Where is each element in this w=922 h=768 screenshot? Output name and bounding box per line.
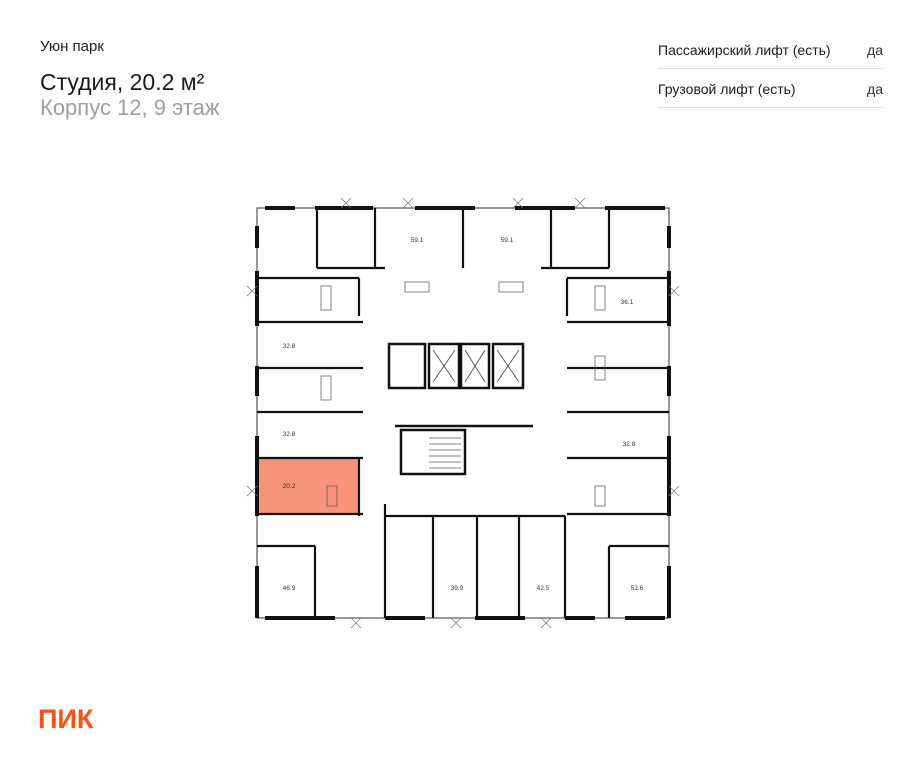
spec-value: да — [867, 42, 883, 58]
area-label: 59.1 — [501, 237, 514, 244]
area-label: 42.5 — [537, 585, 550, 592]
area-label: 46.9 — [283, 585, 296, 592]
header: Уюн парк Студия, 20.2 м² Корпус 12, 9 эт… — [40, 38, 220, 121]
area-label: 32.8 — [283, 343, 296, 350]
spec-label: Грузовой лифт (есть) — [658, 81, 796, 97]
area-label: 20.2 — [283, 483, 296, 490]
selected-apartment-highlight[interactable] — [257, 458, 359, 514]
floor-plan: 59.1 59.1 36.1 32.8 32.8 32.8 20.2 46.9 … — [246, 197, 680, 629]
area-labels: 59.1 59.1 36.1 32.8 32.8 32.8 20.2 46.9 … — [283, 237, 644, 592]
lift-cross-marks — [432, 349, 520, 383]
area-label: 59.1 — [411, 237, 424, 244]
wall-segments — [255, 206, 671, 620]
internal-partitions — [257, 208, 669, 618]
apartment-subtitle: Корпус 12, 9 этаж — [40, 95, 220, 120]
apartment-title: Студия, 20.2 м² — [40, 69, 205, 95]
spec-label: Пассажирский лифт (есть) — [658, 42, 831, 58]
bathroom-fixtures — [320, 281, 606, 507]
spec-passenger-lift: Пассажирский лифт (есть) да — [658, 30, 883, 69]
building-core — [387, 342, 533, 476]
area-label: 36.1 — [621, 299, 634, 306]
area-label: 39.9 — [451, 585, 464, 592]
spec-value: да — [867, 81, 883, 97]
spec-cargo-lift: Грузовой лифт (есть) да — [658, 69, 883, 108]
specs-list: Пассажирский лифт (есть) да Грузовой лиф… — [658, 30, 883, 108]
logo-text: ПИК — [38, 706, 94, 732]
area-label: 52.6 — [631, 585, 644, 592]
area-label: 32.8 — [283, 431, 296, 438]
area-label: 32.8 — [623, 441, 636, 448]
window-marks — [246, 197, 680, 629]
project-name: Уюн парк — [40, 38, 104, 55]
stairs — [429, 437, 461, 469]
pik-logo: ПИК — [38, 706, 94, 732]
